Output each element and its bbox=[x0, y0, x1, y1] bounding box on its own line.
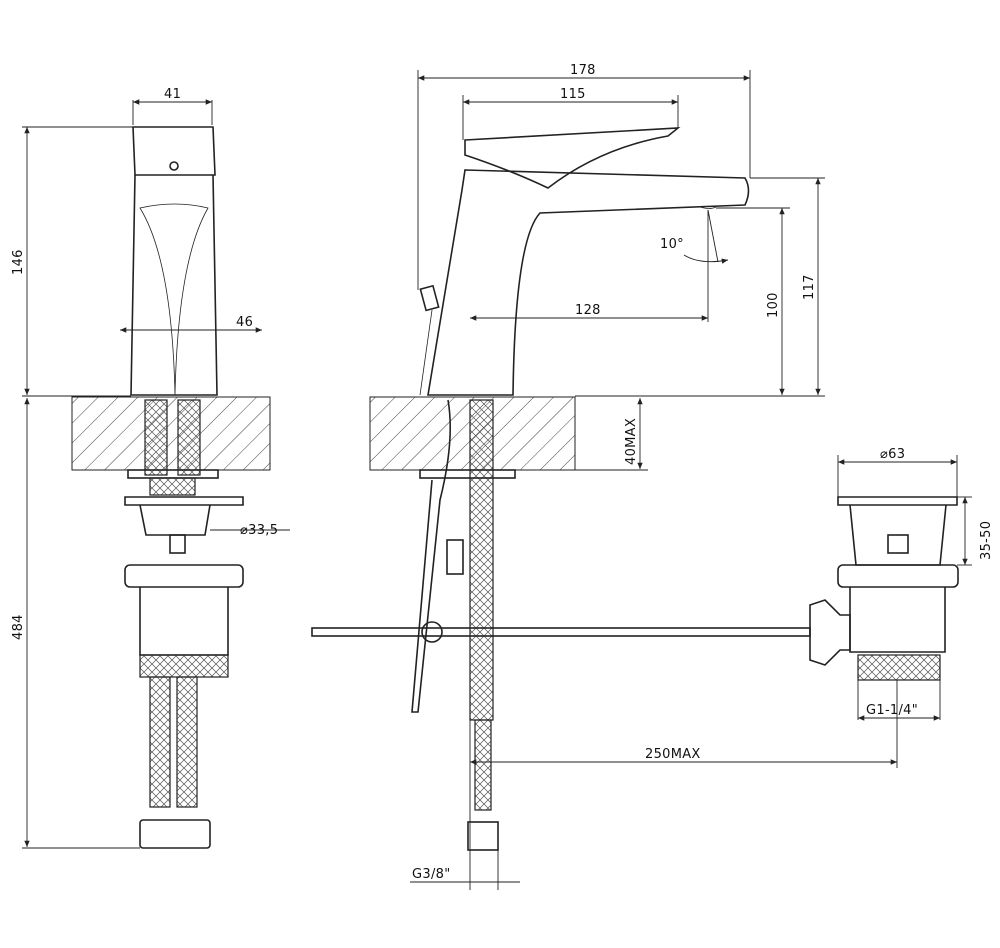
hose-fitting bbox=[139, 819, 211, 849]
dim-nut-diameter: ⌀33,5 bbox=[240, 523, 278, 538]
dim-41: 41 bbox=[164, 87, 181, 102]
drain-flange bbox=[124, 564, 244, 588]
rod-pivot bbox=[421, 621, 443, 643]
rod-clamp bbox=[446, 539, 464, 575]
hose-left bbox=[144, 399, 168, 476]
dim-115: 115 bbox=[560, 87, 586, 102]
rod-connector bbox=[809, 599, 851, 666]
dim-178: 178 bbox=[570, 63, 596, 78]
drain-body bbox=[849, 587, 946, 653]
faucet-body bbox=[130, 174, 218, 396]
handle-top bbox=[132, 126, 216, 176]
drain-view: ⌀63 35-50 G1-1/4" bbox=[809, 447, 994, 721]
body-facet bbox=[139, 203, 209, 396]
dim-40max: 40MAX bbox=[624, 418, 639, 465]
spout-body bbox=[427, 169, 750, 396]
dim-117: 117 bbox=[802, 274, 817, 300]
drain-thread bbox=[857, 654, 941, 681]
dim-250max: 250MAX bbox=[645, 747, 701, 762]
side-view: 41 146 484 46 ⌀33,5 bbox=[11, 87, 290, 849]
lever-handle bbox=[464, 127, 681, 189]
handle-screw bbox=[169, 161, 179, 171]
popup-rod bbox=[411, 399, 451, 713]
dim-46: 46 bbox=[236, 315, 253, 330]
supply-hose bbox=[469, 399, 494, 721]
hose-right bbox=[177, 399, 201, 476]
dim-g114: G1-1/4" bbox=[866, 703, 918, 718]
mount-washer bbox=[127, 469, 219, 479]
drain-body bbox=[139, 587, 229, 656]
dim-g38: G3/8" bbox=[412, 867, 450, 882]
drain-rod bbox=[311, 627, 811, 637]
dim-484: 484 bbox=[11, 614, 26, 640]
mounting-nut bbox=[124, 496, 244, 536]
popup-knob bbox=[419, 284, 440, 312]
mount-washer bbox=[419, 469, 516, 479]
dim-35-50: 35-50 bbox=[979, 521, 994, 560]
front-view: 178 115 10° 128 100 117 40MAX 250MAX G3/… bbox=[311, 63, 898, 890]
drain-cap bbox=[837, 496, 958, 566]
dim-128: 128 bbox=[575, 303, 601, 318]
drain-flange bbox=[837, 564, 959, 588]
dim-146: 146 bbox=[11, 249, 26, 275]
dim-angle: 10° bbox=[660, 237, 684, 252]
dim-100: 100 bbox=[766, 292, 781, 318]
countertop-section bbox=[71, 396, 271, 471]
thread-section bbox=[139, 654, 229, 678]
hose-nut bbox=[467, 821, 499, 851]
dim-63: ⌀63 bbox=[880, 447, 905, 462]
